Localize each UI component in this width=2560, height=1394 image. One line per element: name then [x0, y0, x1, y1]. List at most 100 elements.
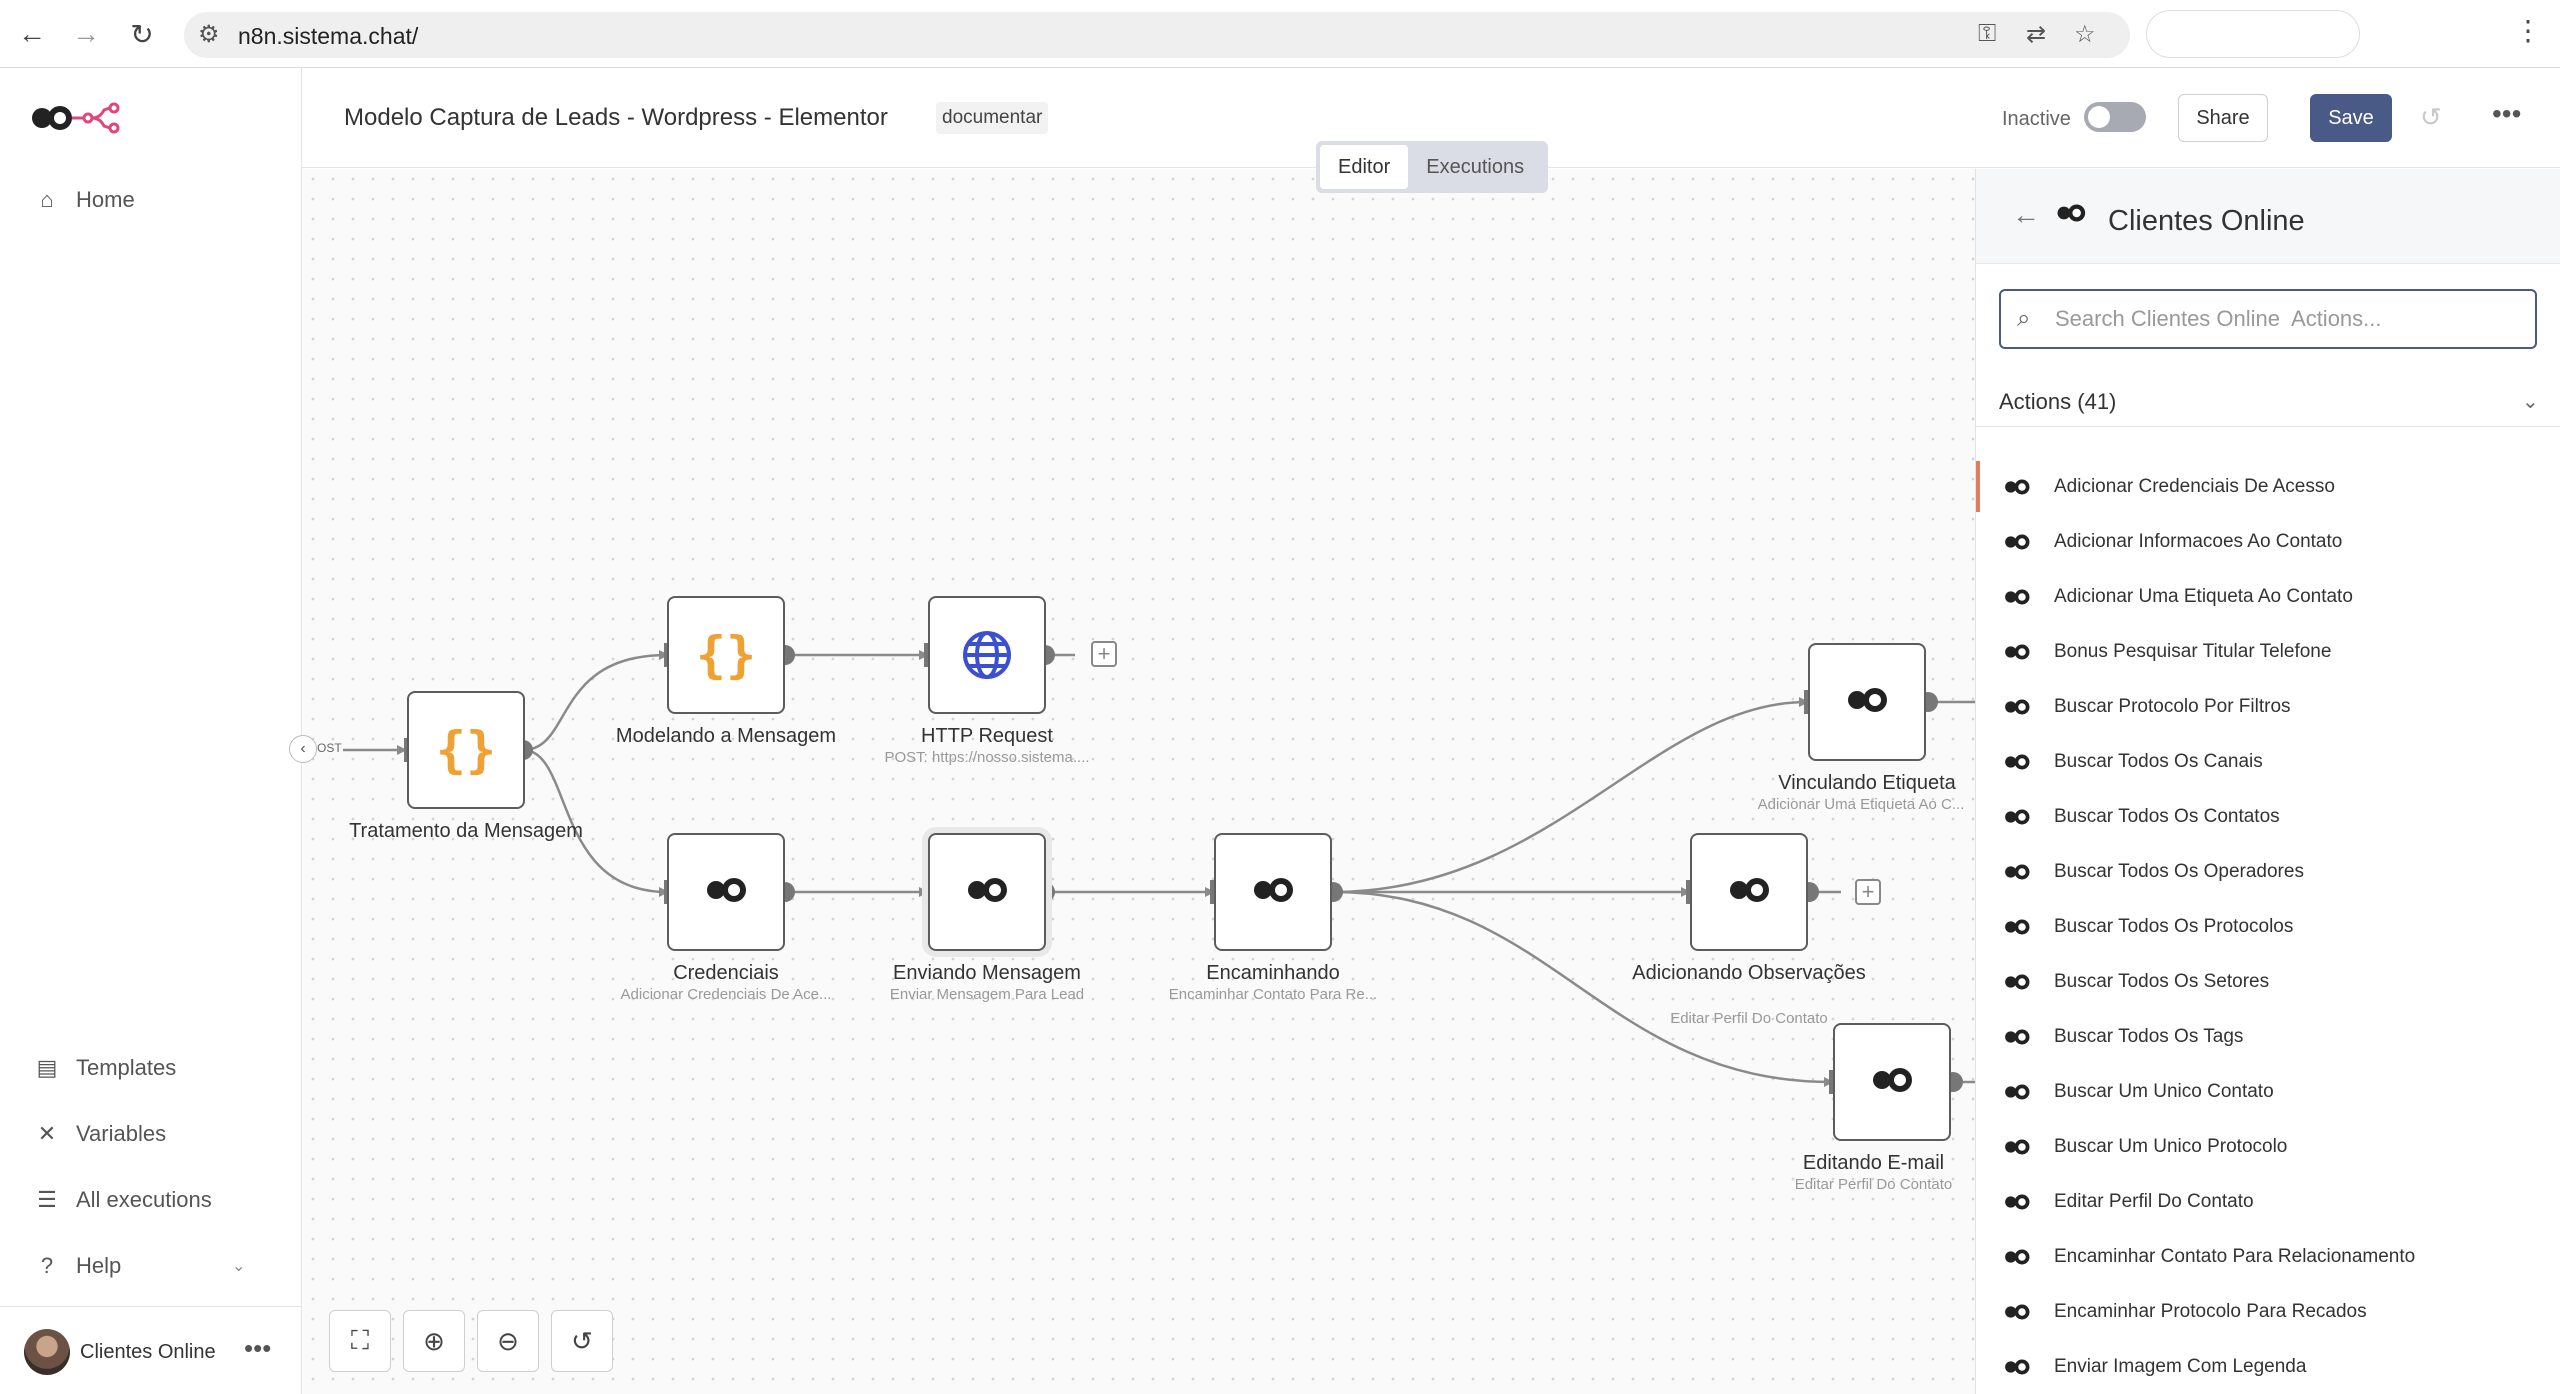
- more-options-icon[interactable]: •••: [244, 1333, 272, 1363]
- actions-title: Actions (41): [1999, 389, 2117, 414]
- node-label: HTTP Request: [921, 725, 1053, 747]
- trigger-node-stub[interactable]: OST: [317, 741, 342, 755]
- action-item[interactable]: Buscar Todos Os Canais: [1976, 734, 2560, 789]
- node-enviando[interactable]: [928, 833, 1046, 951]
- avatar: [24, 1329, 70, 1375]
- action-item[interactable]: Enviar Imagem Com Legenda: [1976, 1339, 2560, 1394]
- action-item[interactable]: Buscar Todos Os Contatos: [1976, 789, 2560, 844]
- zoom-in-icon[interactable]: ⊕: [403, 1310, 465, 1372]
- node-modelando[interactable]: {}: [667, 596, 785, 714]
- reset-zoom-icon[interactable]: ↺: [551, 1310, 613, 1372]
- node-observacoes[interactable]: [1690, 833, 1808, 951]
- action-label: Buscar Todos Os Setores: [2054, 970, 2270, 992]
- add-node-icon[interactable]: +: [1855, 879, 1881, 905]
- clientes-online-icon: [2002, 588, 2032, 606]
- action-label: Bonus Pesquisar Titular Telefone: [2054, 640, 2332, 662]
- node-editando-email[interactable]: [1833, 1023, 1951, 1141]
- action-item[interactable]: Encaminhar Protocolo Para Recados: [1976, 1284, 2560, 1339]
- action-label: Buscar Todos Os Tags: [2054, 1025, 2244, 1047]
- list-icon: ☰: [37, 1187, 57, 1212]
- sidebar-item-templates[interactable]: ▤ Templates: [32, 1050, 177, 1086]
- search-input[interactable]: [2055, 301, 2525, 337]
- action-item[interactable]: Buscar Um Unico Contato: [1976, 1064, 2560, 1119]
- action-item[interactable]: Buscar Protocolo Por Filtros: [1976, 679, 2560, 734]
- fit-view-icon[interactable]: ⛶: [329, 1310, 391, 1372]
- search-box[interactable]: ⌕: [1999, 289, 2537, 349]
- panel-header: ← Clientes Online: [1976, 169, 2560, 264]
- action-label: Buscar Um Unico Protocolo: [2054, 1135, 2288, 1157]
- action-item[interactable]: Buscar Todos Os Setores: [1976, 954, 2560, 1009]
- browser-menu-icon[interactable]: ⋮: [2514, 15, 2542, 46]
- site-settings-icon[interactable]: ⚙: [198, 21, 220, 48]
- active-toggle[interactable]: [2084, 102, 2146, 132]
- node-vinculando[interactable]: [1808, 643, 1926, 761]
- sidebar-item-label: Templates: [76, 1055, 177, 1080]
- key-icon[interactable]: ⚿: [1978, 20, 1997, 47]
- address-bar[interactable]: ⚙ n8n.sistema.chat/ ⚿ ⇄ ☆: [184, 12, 2130, 58]
- reload-icon[interactable]: ↻: [130, 18, 154, 50]
- action-item[interactable]: Buscar Todos Os Protocolos: [1976, 899, 2560, 954]
- tab-executions[interactable]: Executions: [1426, 155, 1525, 178]
- sidebar-item-label: Home: [76, 187, 135, 212]
- node-tratamento[interactable]: {}: [407, 691, 525, 809]
- clientes-online-icon: [1868, 1067, 1916, 1098]
- sidebar-item-executions[interactable]: ☰ All executions: [32, 1182, 212, 1218]
- action-label: Buscar Todos Os Contatos: [2054, 805, 2280, 827]
- workflow-tag[interactable]: documentar: [936, 102, 1049, 134]
- node-encaminhando[interactable]: [1214, 833, 1332, 951]
- action-item[interactable]: Adicionar Credenciais De Acesso: [1976, 459, 2560, 514]
- action-label: Enviar Imagem Com Legenda: [2054, 1355, 2307, 1377]
- tab-editor[interactable]: Editor: [1320, 145, 1409, 189]
- action-item[interactable]: Adicionar Informacoes Ao Contato: [1976, 514, 2560, 569]
- node-subtitle: Enviar Mensagem Para Lead: [889, 986, 1085, 1003]
- user-menu[interactable]: Clientes Online •••: [0, 1306, 302, 1394]
- more-options-icon[interactable]: •••: [2492, 98, 2522, 129]
- back-arrow-icon[interactable]: ←: [2012, 199, 2040, 230]
- user-name: Clientes Online: [80, 1341, 216, 1363]
- node-http-request[interactable]: [928, 596, 1046, 714]
- sidebar-item-help[interactable]: ? Help ⌄: [32, 1248, 262, 1284]
- add-node-icon[interactable]: +: [1091, 641, 1117, 667]
- node-subtitle: Editar Perfil Do Contato: [1670, 1010, 1828, 1027]
- share-button[interactable]: Share: [2178, 94, 2268, 142]
- clientes-online-icon: [2002, 1303, 2032, 1321]
- node-label: Enviando Mensagem: [893, 962, 1081, 984]
- clientes-online-icon: [2002, 1083, 2032, 1101]
- history-icon[interactable]: ↺: [2420, 102, 2442, 132]
- sidebar-item-home[interactable]: ⌂ Home: [32, 182, 135, 218]
- clientes-online-icon: [2002, 1193, 2032, 1211]
- action-item[interactable]: Buscar Todos Os Operadores: [1976, 844, 2560, 899]
- zoom-out-icon[interactable]: ⊖: [477, 1310, 539, 1372]
- save-button[interactable]: Save: [2310, 94, 2392, 142]
- action-item[interactable]: Editar Perfil Do Contato: [1976, 1174, 2560, 1229]
- translate-icon[interactable]: ⇄: [2026, 21, 2047, 48]
- star-icon[interactable]: ☆: [2074, 21, 2096, 48]
- browser-toolbar: ← → ↻ ⚙ n8n.sistema.chat/ ⚿ ⇄ ☆ ⋮: [0, 0, 2560, 68]
- collapse-trigger-icon[interactable]: ‹: [289, 735, 317, 763]
- workflow-title[interactable]: Modelo Captura de Leads - Wordpress - El…: [344, 104, 888, 131]
- action-item[interactable]: Buscar Todos Os Tags: [1976, 1009, 2560, 1064]
- n8n-logo-icon[interactable]: [22, 98, 128, 143]
- node-subtitle: Encaminhar Contato Para Re...: [1168, 986, 1378, 1003]
- action-item[interactable]: Encaminhar Contato Para Relacionamento: [1976, 1229, 2560, 1284]
- chevron-down-icon: ⌄: [232, 1258, 246, 1275]
- action-item[interactable]: Adicionar Uma Etiqueta Ao Contato: [1976, 569, 2560, 624]
- action-label: Buscar Todos Os Canais: [2054, 750, 2263, 772]
- workflow-canvas[interactable]: ‹ OST {} Tratamento da Mensagem {} Model…: [289, 169, 1975, 1394]
- node-credenciais[interactable]: [667, 833, 785, 951]
- actions-section-header[interactable]: Actions (41) ⌄: [1976, 383, 2560, 427]
- forward-arrow-icon[interactable]: →: [72, 18, 100, 49]
- back-arrow-icon[interactable]: ←: [18, 18, 46, 49]
- clientes-online-icon: [1843, 687, 1891, 718]
- profile-pill[interactable]: [2146, 10, 2360, 58]
- clientes-online-icon: [2002, 1358, 2032, 1376]
- clientes-online-icon: [2002, 863, 2032, 881]
- action-item[interactable]: Bonus Pesquisar Titular Telefone: [1976, 624, 2560, 679]
- action-item[interactable]: Buscar Um Unico Protocolo: [1976, 1119, 2560, 1174]
- clientes-online-icon: [2002, 1028, 2032, 1046]
- node-label: Modelando a Mensagem: [615, 725, 837, 747]
- clientes-online-icon: [2002, 973, 2032, 991]
- action-label: Buscar Todos Os Operadores: [2054, 860, 2304, 882]
- clientes-online-icon: [2002, 643, 2032, 661]
- sidebar-item-variables[interactable]: ✕ Variables: [32, 1116, 166, 1152]
